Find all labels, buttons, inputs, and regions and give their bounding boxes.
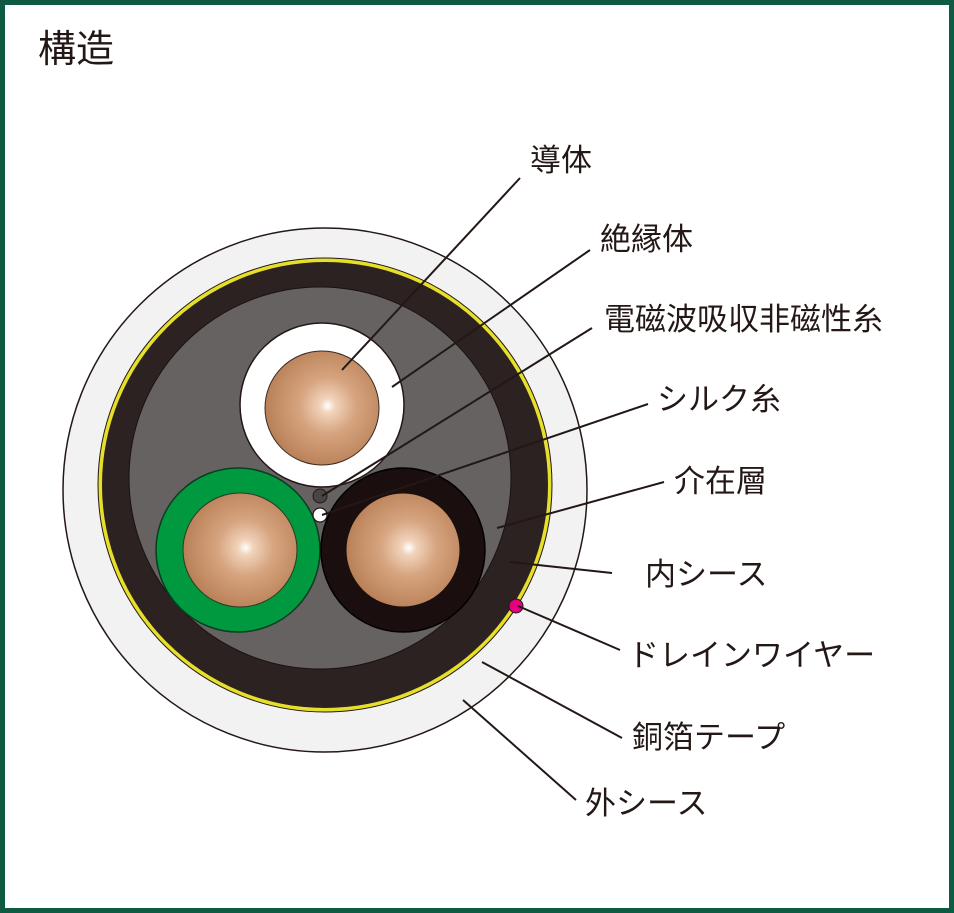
leader-em-thread bbox=[321, 327, 593, 497]
conductor-2 bbox=[182, 492, 298, 608]
label-outer-sheath: 外シース bbox=[585, 786, 707, 822]
label-silk-thread: シルク糸 bbox=[657, 382, 781, 418]
leader-filler bbox=[496, 481, 665, 529]
page-title: 構造 bbox=[38, 27, 115, 71]
leader-inner-sheath bbox=[509, 561, 613, 574]
leader-insulation bbox=[391, 249, 591, 388]
drain-wire bbox=[508, 598, 524, 614]
leader-copper-tape bbox=[481, 661, 623, 739]
label-em-absorbing-thread: 電磁波吸収非磁性糸 bbox=[604, 302, 883, 338]
leader-drain-wire bbox=[517, 605, 621, 651]
label-conductor: 導体 bbox=[530, 143, 592, 179]
silk-thread bbox=[312, 507, 328, 523]
label-copper-tape: 銅箔テープ bbox=[632, 720, 785, 756]
label-insulation: 絶縁体 bbox=[600, 222, 693, 258]
leader-conductor bbox=[341, 177, 521, 371]
leader-silk-thread bbox=[321, 403, 649, 516]
label-filler-layer: 介在層 bbox=[674, 464, 767, 500]
leader-outer-sheath bbox=[462, 699, 577, 801]
conductor-3 bbox=[345, 492, 461, 608]
em-absorbing-thread bbox=[312, 488, 328, 504]
conductor-1 bbox=[264, 350, 380, 466]
label-inner-sheath: 内シース bbox=[645, 557, 767, 593]
label-drain-wire: ドレインワイヤー bbox=[628, 638, 875, 674]
